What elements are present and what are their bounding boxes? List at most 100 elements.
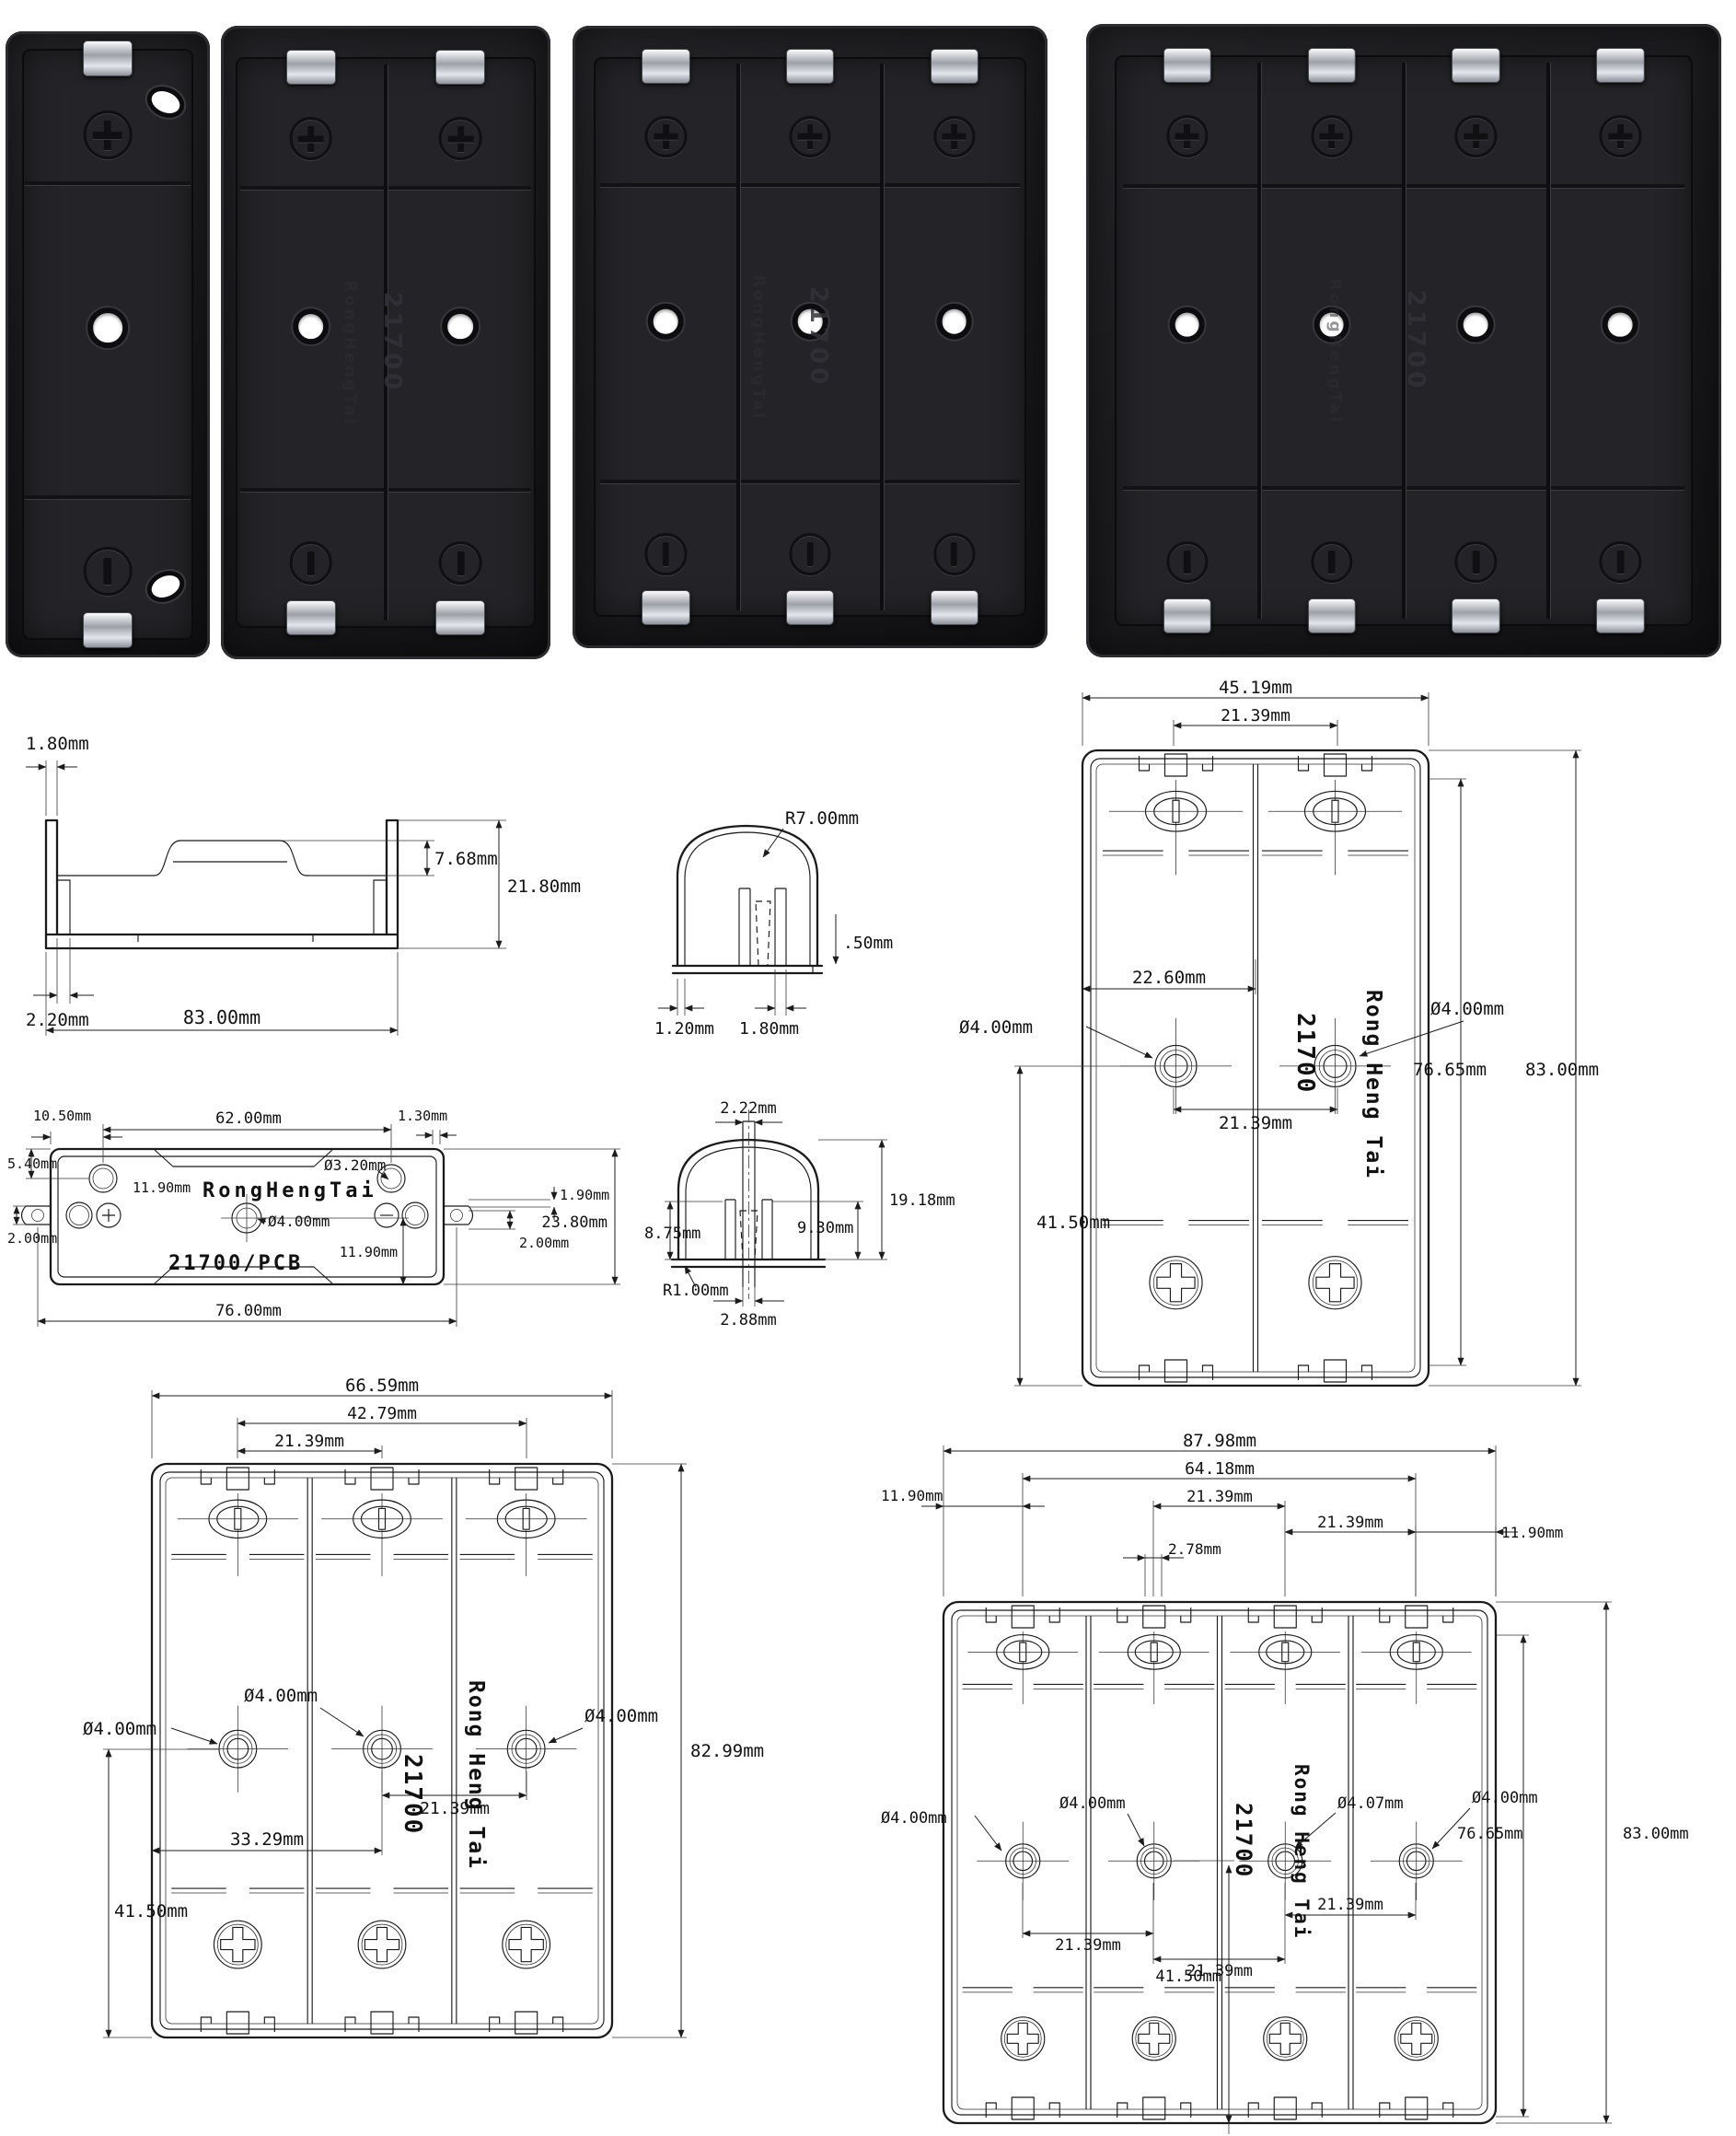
extension-line (612, 1463, 687, 2038)
metal-contact-clip (1596, 598, 1645, 634)
dimension-label: 62.00mm (215, 1109, 282, 1128)
leader-line (170, 1727, 218, 1745)
mounting-hole (1314, 307, 1349, 342)
dimension-label: Ø4.00mm (881, 1809, 947, 1828)
positive-terminal-emblem (1599, 115, 1642, 157)
dimension-label: 45.19mm (1219, 678, 1292, 698)
dimension-label: 64.18mm (1185, 1459, 1255, 1479)
dimension-label: 1.80mm (739, 1019, 799, 1039)
dimension-label: 2.88mm (720, 1311, 776, 1329)
extension-line (1429, 749, 1581, 1387)
dimension-label: 21.39mm (1221, 706, 1290, 726)
dimension-label: 19.18mm (889, 1191, 955, 1210)
dimension-label: R7.00mm (785, 808, 859, 829)
metal-contact-clip (1163, 47, 1211, 83)
mounting-hole (442, 308, 480, 345)
drawing-2-cell-top-view: 45.19mm21.39mm22.60mm21.39mmØ4.00mmØ4.00… (959, 678, 1599, 1387)
embossed-model-text: 21700 (377, 291, 406, 394)
extension-line (1144, 1554, 1163, 1596)
cell-divider (735, 64, 740, 610)
dimension-label: Ø4.00mm (959, 1017, 1033, 1038)
battery-slot (738, 49, 883, 625)
dimension-label: 21.39mm (420, 1799, 490, 1818)
dimension-lines (665, 1119, 887, 1306)
dimension-label: 1.90mm (560, 1187, 609, 1203)
embossed-brand-text: RongHengTai (203, 1179, 377, 1202)
dimension-label: 83.00mm (183, 1006, 260, 1028)
metal-contact-clip (1307, 598, 1356, 634)
battery-tray (21, 41, 194, 648)
metal-contact-clip (83, 41, 133, 77)
dimension-label: R1.00mm (663, 1282, 729, 1300)
dimension-label: 2.20mm (26, 1010, 89, 1030)
negative-terminal-emblem (1454, 540, 1498, 584)
metal-contact-clip (642, 590, 690, 625)
dimension-label: 33.29mm (230, 1829, 304, 1850)
metal-contact-clip (930, 49, 978, 84)
dimension-label: 21.39mm (1219, 1113, 1292, 1133)
dimension-lines (26, 760, 506, 1036)
product-photo-1-cell (6, 31, 210, 657)
embossed-brand-text: RongHengTai (748, 274, 768, 422)
dimension-label: 2.22mm (720, 1099, 776, 1118)
dimension-label: 22.60mm (1132, 968, 1206, 988)
dimension-label: 66.59mm (345, 1376, 419, 1396)
dimension-label: 2.00mm (7, 1230, 57, 1247)
metal-contact-clip (1596, 47, 1645, 83)
metal-contact-clip (285, 49, 336, 85)
extension-line (1496, 1601, 1612, 2124)
leader-line (1085, 1026, 1153, 1059)
embossed-brand-text: Rong Heng Tai (1290, 1764, 1313, 1939)
extension-line (151, 1390, 613, 1458)
metal-contact-clip (1452, 47, 1500, 83)
negative-terminal-emblem (1310, 540, 1353, 584)
battery-slot (1115, 47, 1259, 634)
dimension-lines (658, 828, 839, 1016)
metal-contact-clip (83, 611, 133, 648)
mounting-hole (292, 308, 330, 345)
embossed-brand-text: 21700 (1231, 1803, 1256, 1878)
dimension-label: 10.50mm (33, 1108, 91, 1124)
cell-divider (880, 64, 885, 610)
dimension-label: 82.99mm (690, 1741, 764, 1761)
embossed-brand-text: Rong Heng Tai (1361, 990, 1385, 1179)
leader-line (548, 1727, 584, 1744)
dimension-label: Ø4.00mm (244, 1686, 318, 1706)
drawing-pcb-top-view: 11.90mm RongHengTai 21700/PCB 62.00mm 10… (7, 1108, 620, 1327)
metal-contact-clip (642, 49, 690, 84)
drawing-pcb-end-view: 2.22mm 19.18mm 9.30mm 8.75mm R1.00mm 2.8… (644, 1099, 955, 1329)
extension-line (1496, 1634, 1529, 2118)
dimension-label: 23.80mm (541, 1213, 608, 1232)
metal-contact-clip (435, 49, 486, 85)
embossed-model-text: 21700 (1401, 289, 1429, 392)
metal-contact-clip (1307, 47, 1356, 83)
embossed-brand-text: RongHengTai (1325, 278, 1344, 425)
dimension-label: 21.39mm (1186, 1962, 1253, 1980)
positive-terminal-emblem (1165, 115, 1209, 157)
dimension-lines (13, 1124, 620, 1327)
battery-slot (882, 49, 1026, 625)
leader-line (1294, 1812, 1337, 1849)
battery-slot (1548, 47, 1693, 634)
dimension-label: 11.90mm (340, 1244, 398, 1260)
part-geometry (671, 824, 824, 975)
part-geometry (20, 1147, 474, 1286)
metal-contact-clip (1163, 598, 1211, 634)
positive-terminal-emblem (1454, 115, 1498, 157)
dimension-label: 41.50mm (1155, 1968, 1221, 1986)
battery-slot (236, 49, 386, 636)
part-geometry (670, 1109, 827, 1299)
holder-outline (942, 1600, 1498, 2125)
mounting-hole (1458, 307, 1494, 342)
metal-contact-clip (285, 600, 336, 636)
positive-terminal-emblem (644, 115, 688, 157)
product-photo-4-cell: 21700 RongHengTai (1086, 24, 1721, 657)
battery-slot (1404, 47, 1548, 634)
dimension-label: 21.39mm (274, 1432, 344, 1451)
